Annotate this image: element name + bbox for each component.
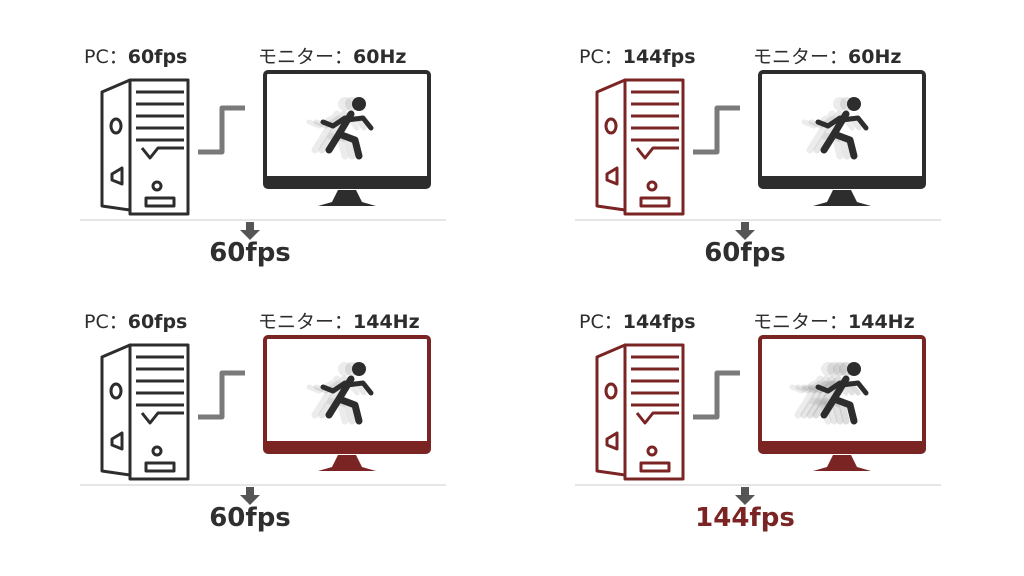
panel-illustration bbox=[80, 335, 446, 505]
running-person-icon bbox=[306, 362, 374, 425]
pc-label: PC：60fps bbox=[84, 46, 188, 68]
comparison-panel-pc144-mon144: PC：144fps モニター：144Hz 144fps bbox=[575, 305, 1015, 575]
running-person-icon bbox=[801, 97, 869, 160]
pc-tower-icon bbox=[595, 78, 685, 216]
down-arrow-icon bbox=[735, 222, 755, 240]
comparison-panel-pc144-mon60: PC：144fps モニター：60Hz 60fps bbox=[575, 40, 1015, 310]
monitor-label: モニター：144Hz bbox=[258, 311, 420, 333]
monitor-icon bbox=[758, 335, 926, 471]
result-fps: 60fps bbox=[209, 238, 291, 268]
panel-illustration bbox=[80, 70, 446, 240]
cable-line bbox=[198, 370, 245, 420]
panel-illustration bbox=[575, 335, 941, 505]
monitor-icon bbox=[758, 70, 926, 206]
pc-label: PC：60fps bbox=[84, 311, 188, 333]
pc-label: PC：144fps bbox=[579, 311, 696, 333]
pc-label: PC：144fps bbox=[579, 46, 696, 68]
pc-tower-icon bbox=[100, 78, 190, 216]
running-person-icon bbox=[789, 362, 869, 425]
cable-line bbox=[693, 105, 740, 155]
comparison-panel-pc60-mon144: PC：60fps モニター：144Hz 60fps bbox=[80, 305, 520, 575]
cable-line bbox=[693, 370, 740, 420]
monitor-label: モニター：60Hz bbox=[753, 46, 902, 68]
down-arrow-icon bbox=[240, 487, 260, 505]
monitor-label: モニター：144Hz bbox=[753, 311, 915, 333]
pc-tower-icon bbox=[100, 343, 190, 481]
monitor-label: モニター：60Hz bbox=[258, 46, 407, 68]
monitor-icon bbox=[263, 70, 431, 206]
result-fps: 60fps bbox=[704, 238, 786, 268]
down-arrow-icon bbox=[240, 222, 260, 240]
panel-illustration bbox=[575, 70, 941, 240]
pc-tower-icon bbox=[595, 343, 685, 481]
cable-line bbox=[198, 105, 245, 155]
monitor-icon bbox=[263, 335, 431, 471]
comparison-panel-pc60-mon60: PC：60fps モニター：60Hz 60fps bbox=[80, 40, 520, 310]
result-fps: 144fps bbox=[695, 503, 795, 533]
running-person-icon bbox=[306, 97, 374, 160]
result-fps: 60fps bbox=[209, 503, 291, 533]
down-arrow-icon bbox=[735, 487, 755, 505]
